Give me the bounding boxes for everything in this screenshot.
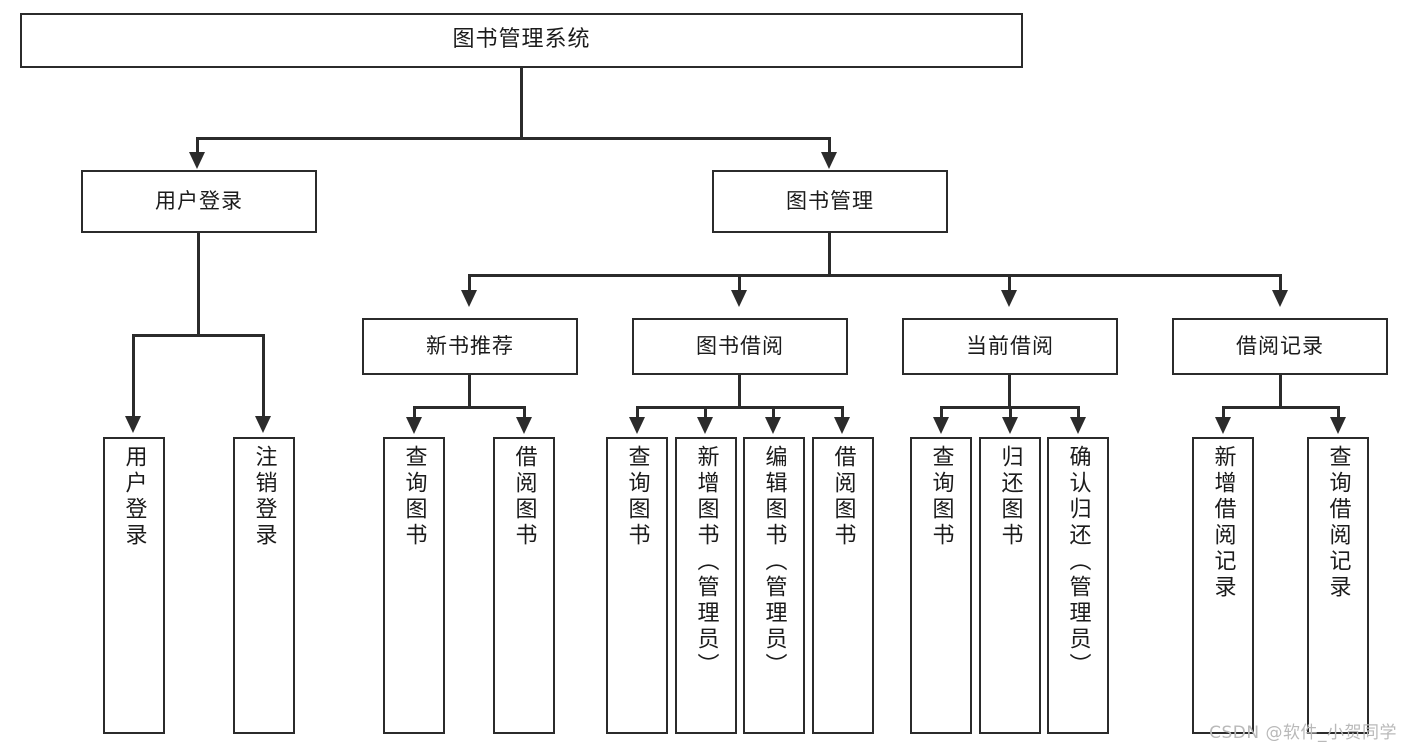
leaf-user-login-logout[interactable]: 注销登录 bbox=[233, 437, 295, 734]
arrow-root-to-book-management bbox=[821, 152, 837, 169]
leaf-borrow-record-add-record[interactable]: 新增借阅记录 bbox=[1192, 437, 1254, 734]
arrow-bm-to-current-borrow bbox=[1001, 290, 1017, 307]
leaf-new-book-borrow-book[interactable]: 借阅图书 bbox=[493, 437, 555, 734]
connector-book-management-bus bbox=[468, 274, 1282, 277]
node-label: 新增借阅记录 bbox=[1210, 445, 1236, 601]
leaf-current-borrow-confirm-return-admin[interactable]: 确认归还（管理员） bbox=[1047, 437, 1109, 734]
arrow-new-book-leaf-2 bbox=[516, 417, 532, 434]
arrow-new-book-leaf-1 bbox=[406, 417, 422, 434]
node-label: 当前借阅 bbox=[966, 333, 1054, 358]
arrow-book-borrow-leaf-1 bbox=[629, 417, 645, 434]
connector-current-borrow-leaf-2 bbox=[1009, 406, 1012, 420]
leaf-book-borrow-borrow-book[interactable]: 借阅图书 bbox=[812, 437, 874, 734]
connector-book-management-stem bbox=[828, 233, 831, 277]
arrow-bm-to-new-book bbox=[461, 290, 477, 307]
node-label: 确认归还（管理员） bbox=[1065, 445, 1091, 679]
connector-new-book-leaf-1 bbox=[413, 406, 416, 420]
node-label: 查询图书 bbox=[928, 445, 954, 549]
connector-current-borrow-stem bbox=[1008, 375, 1011, 409]
node-label: 编辑图书（管理员） bbox=[761, 445, 787, 679]
node-label: 借阅记录 bbox=[1236, 333, 1324, 358]
node-label: 借阅图书 bbox=[830, 445, 856, 549]
leaf-current-borrow-return-book[interactable]: 归还图书 bbox=[979, 437, 1041, 734]
node-current-borrow[interactable]: 当前借阅 bbox=[902, 318, 1118, 375]
arrow-bm-to-book-borrow bbox=[731, 290, 747, 307]
arrow-user-login-leaf-2 bbox=[255, 416, 271, 433]
node-label: 借阅图书 bbox=[511, 445, 537, 549]
connector-borrow-record-stem bbox=[1279, 375, 1282, 409]
node-label: 图书管理系统 bbox=[452, 27, 591, 53]
connector-user-login-bus bbox=[132, 334, 265, 337]
node-new-book-recommend[interactable]: 新书推荐 bbox=[362, 318, 578, 375]
arrow-current-borrow-leaf-1 bbox=[933, 417, 949, 434]
arrow-bm-to-borrow-record bbox=[1272, 290, 1288, 307]
leaf-book-borrow-query-book[interactable]: 查询图书 bbox=[606, 437, 668, 734]
connector-book-borrow-leaf-4 bbox=[841, 406, 844, 420]
connector-book-borrow-leaf-1 bbox=[636, 406, 639, 420]
leaf-new-book-query-book[interactable]: 查询图书 bbox=[383, 437, 445, 734]
connector-user-login-leaf-1 bbox=[132, 334, 135, 419]
node-borrow-record[interactable]: 借阅记录 bbox=[1172, 318, 1388, 375]
watermark-csdn: CSDN @软件_小贺同学 bbox=[1209, 723, 1397, 743]
node-label: 新增图书（管理员） bbox=[693, 445, 719, 679]
node-label: 查询图书 bbox=[624, 445, 650, 549]
node-label: 查询图书 bbox=[401, 445, 427, 549]
arrow-book-borrow-leaf-2 bbox=[697, 417, 713, 434]
connector-borrow-record-bus bbox=[1222, 406, 1340, 409]
connector-root-to-book-management bbox=[828, 137, 831, 155]
connector-bm-to-borrow-record bbox=[1279, 274, 1282, 292]
leaf-borrow-record-query-record[interactable]: 查询借阅记录 bbox=[1307, 437, 1369, 734]
connector-root-to-user-login bbox=[196, 137, 199, 155]
arrow-borrow-record-leaf-2 bbox=[1330, 417, 1346, 434]
arrow-current-borrow-leaf-2 bbox=[1002, 417, 1018, 434]
connector-book-borrow-leaf-3 bbox=[772, 406, 775, 420]
node-label: 查询借阅记录 bbox=[1325, 445, 1351, 601]
node-label: 归还图书 bbox=[997, 445, 1023, 549]
connector-root-stem bbox=[520, 68, 523, 139]
leaf-book-borrow-add-book-admin[interactable]: 新增图书（管理员） bbox=[675, 437, 737, 734]
node-label: 注销登录 bbox=[251, 445, 277, 549]
connector-bm-to-book-borrow bbox=[738, 274, 741, 292]
node-label: 用户登录 bbox=[155, 188, 243, 213]
node-label: 新书推荐 bbox=[426, 333, 514, 358]
node-label: 图书借阅 bbox=[696, 333, 784, 358]
connector-borrow-record-leaf-1 bbox=[1222, 406, 1225, 420]
connector-new-book-bus bbox=[413, 406, 526, 409]
connector-bm-to-current-borrow bbox=[1008, 274, 1011, 292]
connector-new-book-stem bbox=[468, 375, 471, 409]
leaf-book-borrow-edit-book-admin[interactable]: 编辑图书（管理员） bbox=[743, 437, 805, 734]
node-label: 图书管理 bbox=[786, 188, 874, 213]
connector-current-borrow-leaf-3 bbox=[1077, 406, 1080, 420]
connector-user-login-stem bbox=[197, 233, 200, 337]
arrow-book-borrow-leaf-3 bbox=[765, 417, 781, 434]
node-user-login[interactable]: 用户登录 bbox=[81, 170, 317, 233]
node-book-borrow[interactable]: 图书借阅 bbox=[632, 318, 848, 375]
arrow-borrow-record-leaf-1 bbox=[1215, 417, 1231, 434]
connector-user-login-leaf-2 bbox=[262, 334, 265, 419]
connector-bm-to-new-book bbox=[468, 274, 471, 292]
connector-book-borrow-leaf-2 bbox=[704, 406, 707, 420]
node-root-book-management-system[interactable]: 图书管理系统 bbox=[20, 13, 1023, 68]
connector-root-bus bbox=[196, 137, 830, 140]
node-book-management[interactable]: 图书管理 bbox=[712, 170, 948, 233]
arrow-book-borrow-leaf-4 bbox=[834, 417, 850, 434]
connector-book-borrow-bus bbox=[636, 406, 844, 409]
connector-borrow-record-leaf-2 bbox=[1337, 406, 1340, 420]
arrow-user-login-leaf-1 bbox=[125, 416, 141, 433]
leaf-current-borrow-query-book[interactable]: 查询图书 bbox=[910, 437, 972, 734]
node-label: 用户登录 bbox=[121, 445, 147, 549]
connector-new-book-leaf-2 bbox=[523, 406, 526, 420]
leaf-user-login-login[interactable]: 用户登录 bbox=[103, 437, 165, 734]
connector-book-borrow-stem bbox=[738, 375, 741, 409]
arrow-root-to-user-login bbox=[189, 152, 205, 169]
connector-current-borrow-leaf-1 bbox=[940, 406, 943, 420]
arrow-current-borrow-leaf-3 bbox=[1070, 417, 1086, 434]
